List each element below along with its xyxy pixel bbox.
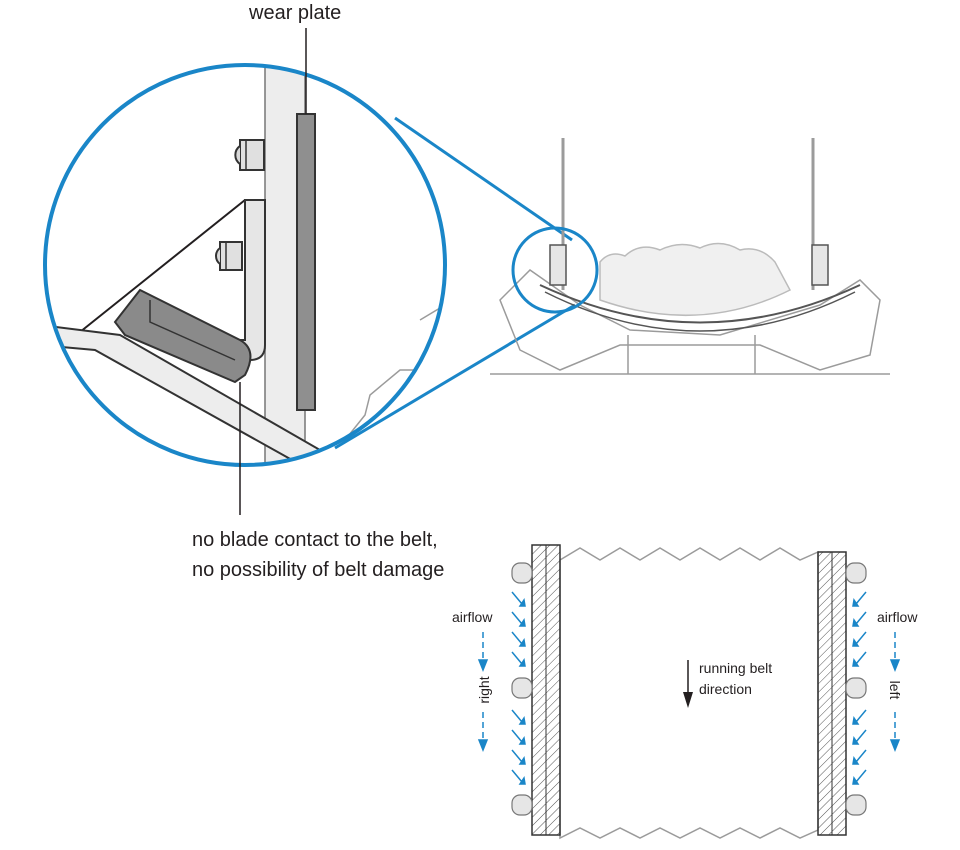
left-idlers xyxy=(511,562,533,816)
left-airflow-arrows xyxy=(477,591,526,785)
airflow-label-left: airflow xyxy=(452,609,493,625)
direction-label-right: right xyxy=(476,676,492,704)
zoom-circle-icon xyxy=(43,63,447,467)
material-outline xyxy=(344,303,445,441)
right-idlers xyxy=(845,562,867,816)
airflow-label-right: airflow xyxy=(877,609,918,625)
zoom-connector-top xyxy=(394,116,573,242)
wear-plate-label: wear plate xyxy=(249,2,342,24)
note-line-2: no possibility of belt damage xyxy=(192,559,445,581)
running-belt-label: running belt xyxy=(699,660,773,676)
zoom-connector-bottom xyxy=(334,303,576,450)
belt-direction-arrow-icon xyxy=(683,692,693,708)
l-bracket xyxy=(239,199,266,361)
note-line-1: no blade contact to the belt, xyxy=(192,529,438,551)
direction-label-left: left xyxy=(887,680,903,700)
wear-plate xyxy=(296,113,316,411)
right-airflow-arrows xyxy=(852,591,901,785)
upper-bolt-icon xyxy=(234,139,265,171)
overview-cross-section xyxy=(490,138,890,375)
overview-highlight-circle xyxy=(511,226,599,314)
zoom-detail xyxy=(43,28,576,515)
belt-top-view xyxy=(477,544,901,840)
lower-bolt-icon xyxy=(215,241,243,271)
direction-label: direction xyxy=(699,681,752,697)
belt-edge xyxy=(45,323,322,465)
